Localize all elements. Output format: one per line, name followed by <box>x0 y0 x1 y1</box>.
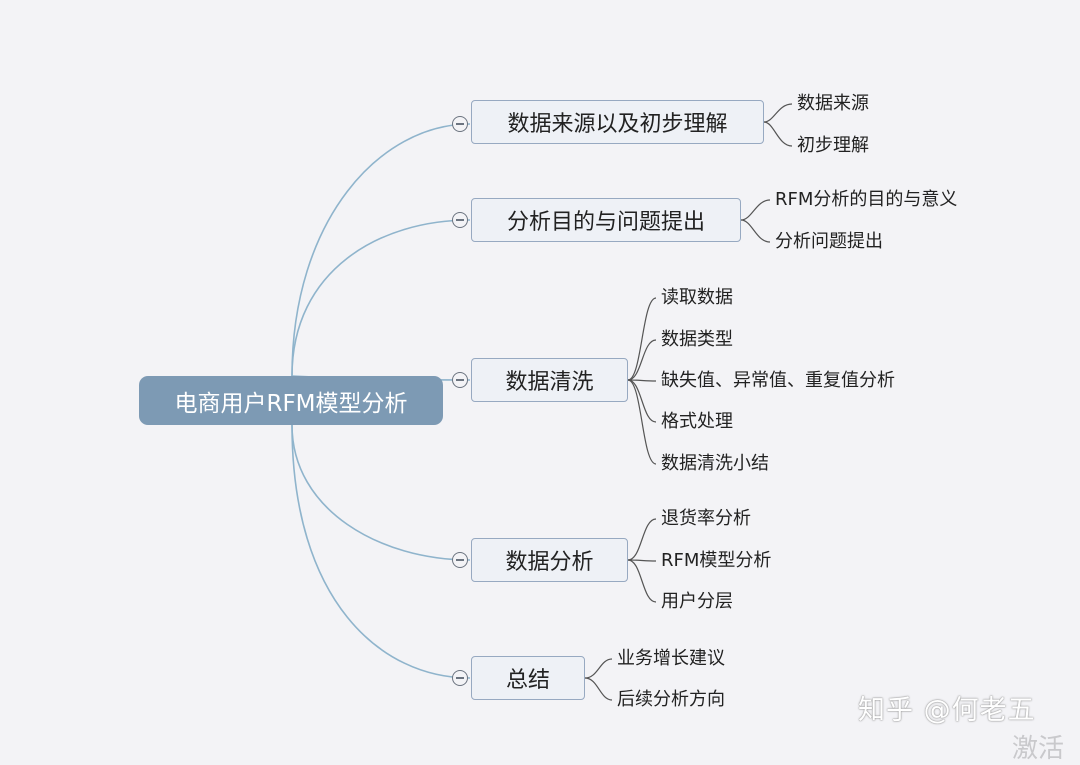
subtopic-item[interactable]: 数据来源 <box>797 93 869 114</box>
connector-b1-c0 <box>740 199 771 221</box>
branch-topic-label: 总结 <box>505 668 550 693</box>
connector-b2-c1 <box>627 339 657 381</box>
branch-topic-data-analysis[interactable]: 数据分析 <box>471 538 628 582</box>
subtopic-item[interactable]: 分析问题提出 <box>775 231 883 252</box>
connector-b4-c1 <box>584 677 613 701</box>
subtopic-item[interactable]: 格式处理 <box>661 411 733 432</box>
subtopic-item[interactable]: 数据类型 <box>661 329 733 350</box>
branch-topic-label: 数据来源以及初步理解 <box>507 112 728 137</box>
collapse-toggle-icon[interactable] <box>452 372 468 388</box>
connector-root-b0 <box>291 123 471 377</box>
collapse-toggle-icon[interactable] <box>452 552 468 568</box>
connector-b3-c0 <box>627 518 657 561</box>
root-topic-label: 电商用户RFM模型分析 <box>174 390 408 417</box>
branch-topic-data-cleaning[interactable]: 数据清洗 <box>471 358 628 402</box>
watermark: 知乎 @何老五 <box>858 695 1036 726</box>
collapse-toggle-icon[interactable] <box>452 116 468 132</box>
connector-b3-c2 <box>627 559 657 603</box>
subtopic-item[interactable]: 读取数据 <box>661 287 733 308</box>
connector-b4-c0 <box>584 658 613 679</box>
connector-b1-c1 <box>740 219 771 243</box>
subtopic-item[interactable]: 后续分析方向 <box>617 689 725 710</box>
subtopic-item[interactable]: 数据清洗小结 <box>661 453 769 474</box>
subtopic-item[interactable]: 退货率分析 <box>661 508 751 529</box>
subtopic-item[interactable]: RFM模型分析 <box>661 550 772 571</box>
root-topic[interactable]: 电商用户RFM模型分析 <box>139 376 443 425</box>
subtopic-item[interactable]: 用户分层 <box>661 591 733 612</box>
subtopic-item[interactable]: 缺失值、异常值、重复值分析 <box>661 370 895 391</box>
connector-b2-c4 <box>627 379 657 465</box>
connector-b0-c1 <box>763 121 793 147</box>
branch-topic-analysis-goal[interactable]: 分析目的与问题提出 <box>471 198 741 242</box>
branch-topic-label: 分析目的与问题提出 <box>506 210 705 235</box>
connector-b2-c3 <box>627 379 657 423</box>
branch-topic-summary[interactable]: 总结 <box>471 656 585 700</box>
connector-root-b3 <box>291 424 471 561</box>
connector-root-b4 <box>291 424 471 679</box>
connector-b2-c0 <box>627 297 657 381</box>
subtopic-item[interactable]: 业务增长建议 <box>617 648 725 669</box>
collapse-toggle-icon[interactable] <box>452 212 468 228</box>
subtopic-item[interactable]: RFM分析的目的与意义 <box>775 189 958 210</box>
collapse-toggle-icon[interactable] <box>452 670 468 686</box>
subtopic-item[interactable]: 初步理解 <box>797 135 869 156</box>
branch-topic-label: 数据分析 <box>505 550 594 575</box>
branch-topic-label: 数据清洗 <box>505 370 594 395</box>
connector-b0-c0 <box>763 103 793 123</box>
connector-root-b1 <box>291 219 471 377</box>
activation-notice-text: 激活 <box>1012 734 1065 764</box>
branch-topic-data-source[interactable]: 数据来源以及初步理解 <box>471 100 764 144</box>
